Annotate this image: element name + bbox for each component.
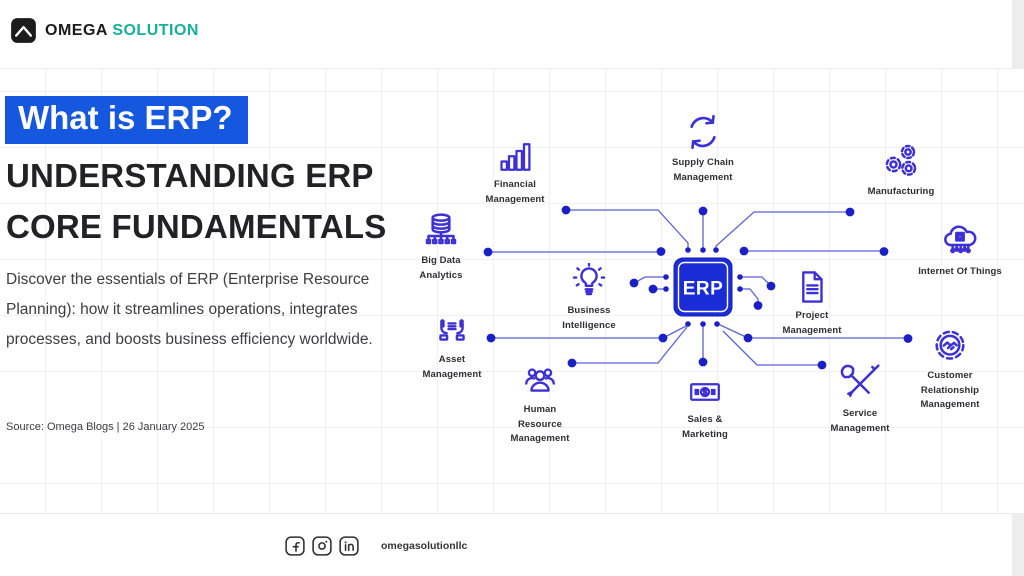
node-label: Project Management	[782, 310, 842, 336]
lightbulb-icon	[572, 263, 606, 296]
node-business-intelligence: Business Intelligence	[529, 263, 649, 333]
node-label: Service Management	[830, 408, 890, 434]
node-label: Customer Relationship Management	[920, 370, 980, 411]
node-label: Business Intelligence	[562, 305, 616, 331]
hands-care-icon	[439, 319, 465, 341]
node-label: Asset Management	[422, 354, 482, 380]
description: Discover the essentials of ERP (Enterpri…	[6, 271, 373, 348]
page-title-line2: CORE FUNDAMENTALS	[6, 208, 387, 245]
tools-icon	[840, 364, 880, 397]
social-handle: omegasolutionllc	[381, 540, 468, 552]
node-financial-management: Financial Management	[455, 139, 575, 207]
node-service-management: Service Management	[800, 364, 920, 436]
people-icon	[525, 368, 555, 392]
brand-name-accent: SOLUTION	[112, 21, 199, 39]
cloud-chip-icon	[944, 225, 977, 254]
node-label: Internet Of Things	[918, 266, 1002, 277]
node-asset-management: Asset Management	[392, 312, 512, 382]
corner-accent-bottom	[1012, 513, 1024, 576]
corner-accent-top	[1012, 0, 1024, 68]
database-network-icon	[425, 213, 457, 245]
brand-name-main: OMEGA	[45, 21, 108, 39]
node-label: Human Resource Management	[510, 404, 570, 445]
cycle-arrows-icon	[690, 114, 716, 150]
node-sales-marketing: Sales & Marketing	[645, 374, 765, 442]
source-line: Source: Omega Blogs | 26 January 2025	[6, 421, 205, 433]
node-supply-chain-management: Supply Chain Management	[643, 111, 763, 185]
node-label: Big Data Analytics	[419, 255, 463, 281]
page-title: UNDERSTANDING ERP CORE FUNDAMENTALS	[6, 150, 386, 252]
linkedin-icon[interactable]	[339, 536, 359, 556]
node-label: Supply Chain Management	[672, 157, 734, 183]
document-icon	[802, 271, 823, 303]
node-label: Sales & Marketing	[682, 414, 728, 440]
brand-name: OMEGA SOLUTION	[45, 22, 199, 40]
node-internet-of-things: Internet Of Things	[900, 222, 1020, 280]
erp-chip-label: ERP	[683, 279, 724, 300]
node-manufacturing: Manufacturing	[841, 142, 961, 200]
facebook-icon[interactable]	[285, 536, 305, 556]
instagram-icon[interactable]	[312, 536, 332, 556]
node-customer-relationship-management: Customer Relationship Management	[890, 326, 1010, 413]
gears-icon	[885, 144, 917, 176]
handshake-gear-icon	[935, 330, 965, 360]
banknote-icon	[690, 383, 720, 401]
bar-chart-icon	[500, 143, 531, 171]
node-human-resource-management: Human Resource Management	[480, 362, 600, 447]
page-title-line1: UNDERSTANDING ERP	[6, 157, 374, 194]
omega-logo-icon	[11, 18, 36, 43]
highlight-title: What is ERP?	[5, 96, 248, 144]
brand-logo: OMEGA SOLUTION	[10, 17, 199, 44]
node-label: Financial Management	[485, 179, 545, 205]
footer: omegasolutionllc	[285, 536, 467, 556]
node-big-data-analytics: Big Data Analytics	[381, 211, 501, 283]
erp-chip: ERP	[673, 257, 733, 317]
node-project-management: Project Management	[752, 268, 872, 338]
node-label: Manufacturing	[867, 186, 935, 197]
